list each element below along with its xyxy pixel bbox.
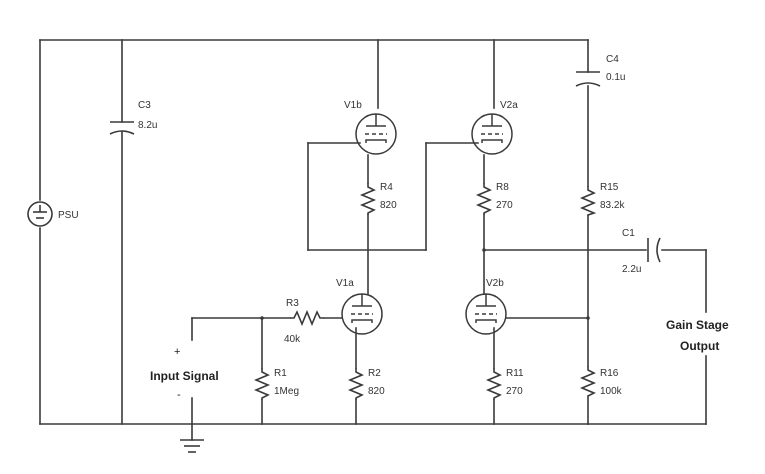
resistor-r16 bbox=[579, 366, 597, 397]
capacitor-c1 bbox=[647, 237, 661, 263]
psu-symbol bbox=[27, 201, 53, 227]
v2a-label: V2a bbox=[500, 100, 518, 111]
tube-v1b bbox=[355, 113, 397, 155]
capacitor-c3 bbox=[109, 121, 135, 135]
r1-value: 1Meg bbox=[274, 386, 299, 397]
tube-v2b bbox=[465, 293, 507, 335]
input-minus-sign: - bbox=[177, 389, 181, 401]
r16-value: 100k bbox=[600, 386, 623, 397]
r16-name: R16 bbox=[600, 368, 619, 379]
ground-icon bbox=[180, 439, 204, 453]
junction-dots bbox=[260, 248, 590, 320]
gain-stage-output-line2: Output bbox=[680, 339, 719, 353]
c4-name: C4 bbox=[606, 54, 619, 65]
r4-name: R4 bbox=[380, 182, 393, 193]
r2-name: R2 bbox=[368, 368, 381, 379]
r15-value: 83.2k bbox=[600, 200, 625, 211]
resistor-r4 bbox=[359, 183, 377, 215]
input-signal-label: Input Signal bbox=[150, 369, 219, 383]
r8-name: R8 bbox=[496, 182, 509, 193]
c1-name: C1 bbox=[622, 228, 635, 239]
r15-name: R15 bbox=[600, 182, 619, 193]
r8-value: 270 bbox=[496, 200, 513, 211]
input-plus-sign: + bbox=[174, 346, 180, 358]
v2b-label: V2b bbox=[486, 278, 504, 289]
r3-value: 40k bbox=[284, 334, 301, 345]
c3-value: 8.2u bbox=[138, 120, 157, 131]
c4-value: 0.1u bbox=[606, 72, 625, 83]
gain-stage-output-line1: Gain Stage bbox=[666, 318, 729, 332]
v1a-label: V1a bbox=[336, 278, 354, 289]
psu-label: PSU bbox=[58, 210, 79, 221]
wires bbox=[39, 39, 707, 441]
resistor-r11 bbox=[485, 368, 503, 400]
capacitor-c4 bbox=[575, 71, 601, 87]
tube-v1a bbox=[341, 293, 383, 335]
resistor-r15 bbox=[579, 186, 597, 216]
resistor-r2 bbox=[347, 368, 365, 400]
r11-name: R11 bbox=[506, 368, 524, 379]
r4-value: 820 bbox=[380, 200, 397, 211]
c1-value: 2.2u bbox=[622, 264, 641, 275]
r3-name: R3 bbox=[286, 298, 299, 309]
resistor-r8 bbox=[475, 183, 493, 215]
r11-value: 270 bbox=[506, 386, 523, 397]
r1-name: R1 bbox=[274, 368, 287, 379]
c3-name: C3 bbox=[138, 100, 151, 111]
r2-value: 820 bbox=[368, 386, 385, 397]
resistor-r1 bbox=[253, 368, 271, 400]
tube-v2a bbox=[471, 113, 513, 155]
v1b-label: V1b bbox=[344, 100, 362, 111]
resistor-r3 bbox=[290, 309, 324, 327]
